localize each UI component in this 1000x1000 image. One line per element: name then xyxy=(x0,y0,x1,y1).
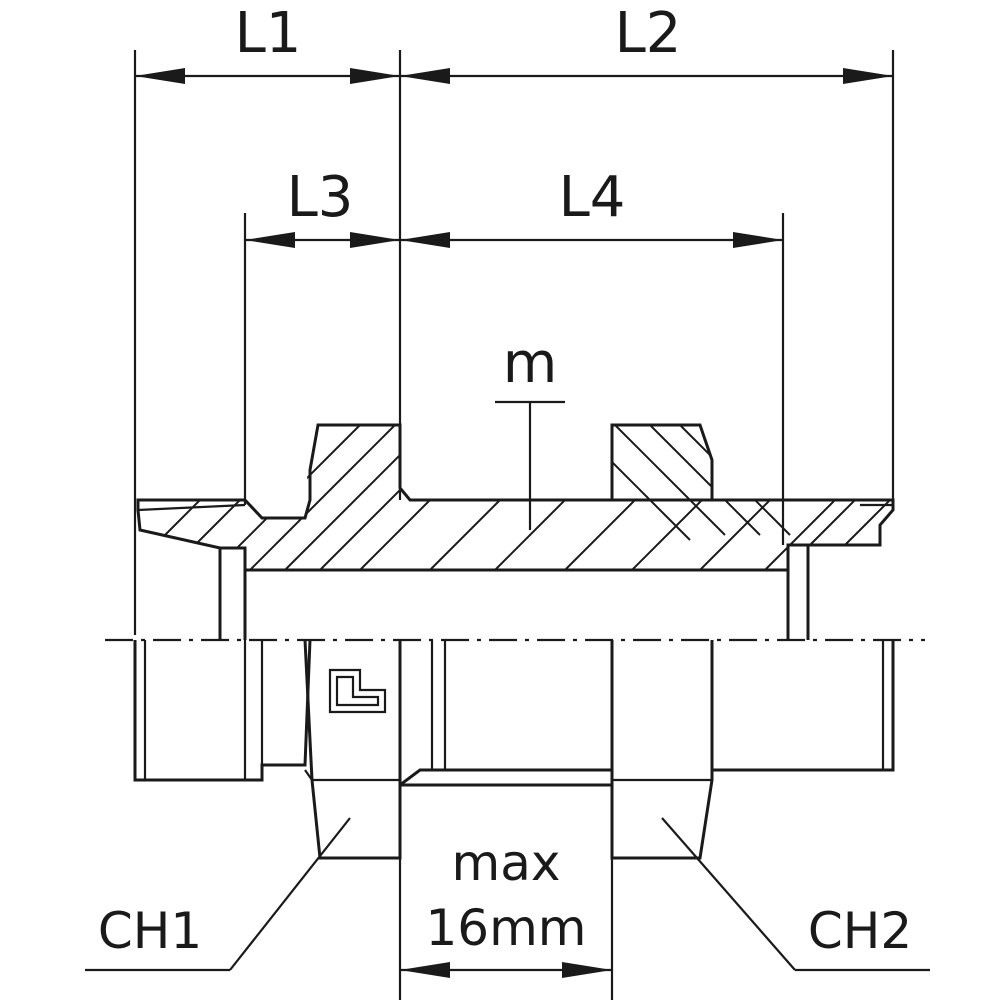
dimension-max-16mm: max 16mm xyxy=(400,834,612,978)
leader-ch1: CH1 xyxy=(85,817,351,972)
label-max: max xyxy=(452,834,561,892)
label-16mm: 16mm xyxy=(425,899,586,957)
label-m: m xyxy=(503,331,558,396)
dimension-l1-l2: L1 L2 xyxy=(135,1,893,84)
marking-symbol xyxy=(328,668,387,714)
section-hatching xyxy=(139,425,893,570)
label-l1: L1 xyxy=(235,1,302,66)
label-l2: L2 xyxy=(615,1,682,66)
fitting-section-body xyxy=(136,423,895,640)
fitting-external-view xyxy=(133,639,895,860)
label-ch1: CH1 xyxy=(98,902,202,960)
label-l4: L4 xyxy=(559,165,626,230)
dimension-l3-l4: L3 L4 xyxy=(245,165,783,248)
leader-ch2: CH2 xyxy=(661,817,930,972)
label-ch2: CH2 xyxy=(808,902,912,960)
label-l3: L3 xyxy=(287,165,354,230)
leader-m: m xyxy=(495,331,565,530)
